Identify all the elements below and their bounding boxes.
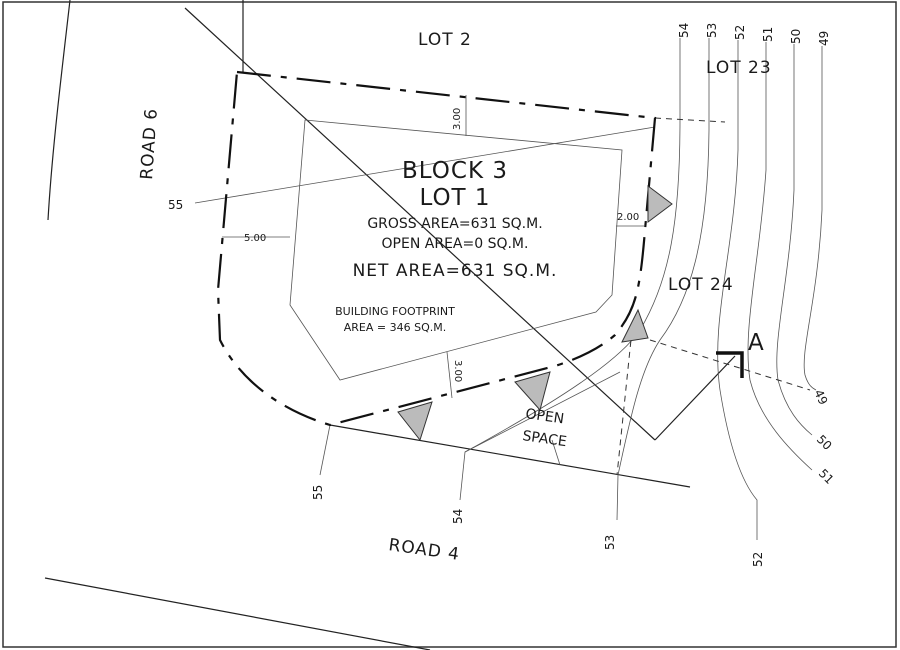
building-footprint-label: BUILDING FOOTPRINT [335, 305, 455, 318]
contour-line-49 [803, 46, 823, 391]
lot-2-label: LOT 2 [418, 30, 472, 50]
setback-right-value: 2.00 [617, 212, 639, 223]
setback-left-value: 5.00 [244, 233, 266, 244]
contour-label-bottom-53: 53 [603, 535, 617, 550]
setback-top-value: 3.00 [452, 108, 463, 130]
section-marker-label: A [748, 330, 765, 356]
drainage-arrow-3 [621, 308, 649, 343]
contour-label-right-50: 50 [814, 432, 835, 453]
contour-55-bottom-leader [319, 424, 331, 476]
lot-24-label: LOT 24 [668, 275, 734, 295]
road-6-label: ROAD 6 [137, 107, 162, 180]
block-title: BLOCK 3 [402, 158, 508, 184]
section-line-end [654, 355, 736, 441]
building-footprint-area: AREA = 346 SQ.M. [344, 321, 446, 334]
contour-label-top-53: 53 [705, 23, 719, 38]
contour-label-bottom-54: 54 [451, 509, 465, 524]
road-4-edge-line [329, 424, 691, 488]
lot-23-dash-leader [654, 117, 726, 123]
open-space-leader [551, 439, 561, 466]
contour-label-top-49: 49 [817, 31, 831, 46]
setback-bottom-value: 3.00 [452, 360, 463, 382]
contour-label-right-52: 52 [751, 552, 765, 567]
open-space-label-line1: OPEN [524, 406, 565, 427]
lot-24-divider [616, 329, 633, 476]
section-marker-arrow [716, 351, 744, 378]
gross-area-text: GROSS AREA=631 SQ.M. [367, 216, 542, 232]
lot-23-label: LOT 23 [706, 58, 772, 78]
open-area-text: OPEN AREA=0 SQ.M. [382, 236, 529, 252]
contour-label-right-51: 51 [816, 466, 837, 487]
building-footprint-outline [289, 119, 623, 381]
open-space-leader-2 [464, 371, 621, 453]
open-space-label-line2: SPACE [521, 428, 567, 450]
contour-label-top-54: 54 [677, 23, 691, 38]
contour-label-top-50: 50 [789, 29, 803, 44]
road-6-edge-line [47, 0, 71, 221]
road-4-label: ROAD 4 [387, 535, 461, 565]
lot-1-title: LOT 1 [419, 185, 490, 211]
lot-24-dash-leader [649, 339, 811, 391]
drainage-arrow-right [647, 185, 673, 223]
contour-line-53 [616, 38, 710, 521]
section-line [184, 7, 656, 441]
drainage-arrow-2 [514, 371, 551, 412]
contour-line-52 [717, 40, 758, 540]
contour-label-bottom-55: 55 [311, 485, 325, 500]
setback-bottom-dim-line [446, 351, 453, 399]
lot-1-boundary [216, 70, 657, 427]
contour-55-leader [194, 126, 656, 204]
drainage-arrow-1 [397, 401, 433, 442]
contour-line-50 [776, 44, 813, 436]
contour-line-51 [747, 42, 813, 471]
lower-road-line [44, 577, 431, 650]
contour-label-top-51: 51 [761, 27, 775, 42]
contour-label-left-55: 55 [168, 198, 183, 212]
net-area-text: NET AREA=631 SQ.M. [353, 261, 558, 281]
contour-label-top-52: 52 [733, 25, 747, 40]
contour-label-right-49: 49 [811, 387, 830, 407]
